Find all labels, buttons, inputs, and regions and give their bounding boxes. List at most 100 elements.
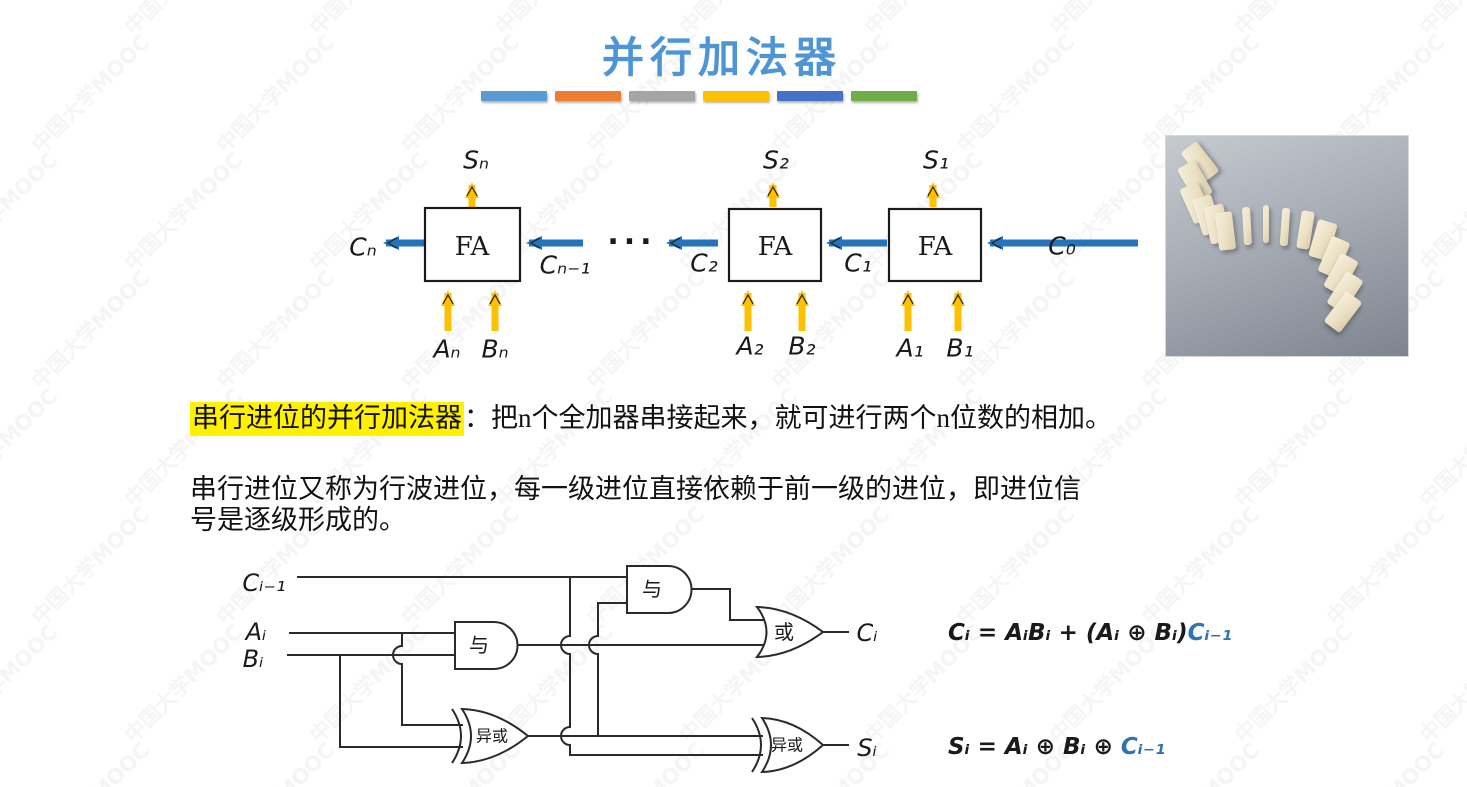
sum-and-input-arrows: [441, 182, 965, 331]
domino: [1279, 207, 1291, 247]
ellipsis-dots: ···: [607, 225, 656, 260]
carry-in-signal-label: Cᵢ₋₁: [242, 569, 285, 597]
accent-bar-darkblue: [777, 91, 843, 101]
carry-formula-carry-term: Cᵢ₋₁: [1187, 620, 1232, 646]
input-label-a1: A₁: [894, 334, 923, 363]
watermark-text: 中国大学MOOC: [1415, 148, 1467, 276]
xor-gate-1: [460, 707, 530, 765]
wire-b-to-xor1: [339, 654, 463, 748]
input-label-bn: Bₙ: [481, 335, 508, 364]
watermark-text: 中国大学MOOC: [24, 735, 156, 787]
xor-gate-1-label: 异或: [476, 728, 508, 746]
sum-label-2: S₂: [763, 146, 789, 175]
circuit-gates: [451, 565, 825, 774]
watermark-text: 中国大学MOOC: [117, 0, 249, 41]
wire-carry-to-xor2: [560, 576, 763, 756]
watermark-text: 中国大学MOOC: [1322, 502, 1450, 630]
watermark-text: 中国大学MOOC: [1415, 620, 1467, 748]
watermark-text: 中国大学MOOC: [1412, 0, 1467, 41]
watermark-text: 中国大学MOOC: [27, 266, 155, 394]
watermark-text: 中国大学MOOC: [857, 0, 989, 41]
slide-title: 并行加法器: [601, 36, 843, 82]
sum-label-1: S₁: [923, 146, 949, 175]
carry-formula: Cᵢ = AᵢBᵢ + (Aᵢ ⊕ Bᵢ)Cᵢ₋₁: [948, 620, 1232, 646]
or-gate-label: 或: [774, 621, 794, 644]
watermark-text: 中国大学MOOC: [1042, 0, 1174, 41]
watermark-text: 中国大学MOOC: [1319, 735, 1451, 787]
paragraph-serial-carry-adder: 串行进位的并行加法器：把n个全加器串接起来，就可进行两个n位数的相加。: [190, 402, 1112, 436]
input-label-an: Aₙ: [431, 335, 460, 364]
paragraph-2-line-1: 串行进位又称为行波进位，每一级进位直接依赖于前一级的进位，即进位信: [190, 474, 1081, 504]
carry-label-c2: C₂: [690, 249, 717, 278]
circuit-wires: [287, 576, 849, 756]
wire-a-to-xor1: [392, 632, 463, 726]
sum-signal-label: Sᵢ: [857, 734, 877, 762]
accent-bar-yellow: [703, 91, 769, 101]
input-label-b2: B₂: [788, 332, 815, 361]
dominoes-photo: [1165, 135, 1409, 357]
sum-formula-main: Sᵢ = Aᵢ ⊕ Bᵢ ⊕: [948, 734, 1121, 760]
fa-block-2: [727, 207, 823, 283]
fa-block-1-label: FA: [918, 232, 954, 262]
xor-gate-2-label: 异或: [771, 737, 803, 755]
xor-gate-1-arc: [451, 708, 462, 764]
accent-bar-orange: [555, 91, 621, 101]
input-label-b1: B₁: [946, 334, 973, 363]
watermark-text: 中国大学MOOC: [1230, 620, 1358, 748]
domino: [1214, 211, 1236, 251]
xor-gate-2: [760, 716, 825, 774]
and-gate-1-label: 与: [469, 634, 489, 657]
carry-in-label-n: Cₙ₋₁: [540, 251, 591, 280]
circuit-labels: 与 与 或 异或 异或 Cᵢ₋₁ Aᵢ Bᵢ Cᵢ Sᵢ: [242, 569, 877, 762]
fa-block-n-label: FA: [455, 232, 491, 262]
title-divider-bars: [481, 91, 917, 101]
fa-block-1: [887, 207, 983, 283]
b-signal-label: Bᵢ: [243, 645, 264, 673]
carry-label-c0: C₀: [1048, 232, 1075, 261]
fa-block-n: [423, 206, 522, 283]
and-gate-2-label: 与: [642, 578, 662, 601]
accent-bar-gray: [629, 91, 695, 101]
watermark-text: 中国大学MOOC: [0, 0, 64, 41]
domino: [1242, 206, 1252, 246]
fa-block-2-label: FA: [758, 232, 794, 262]
watermark-text: 中国大学MOOC: [0, 148, 63, 276]
watermark-text: 中国大学MOOC: [0, 620, 63, 748]
watermark-text: 中国大学MOOC: [302, 0, 434, 41]
or-gate: [754, 605, 825, 659]
accent-bar-green: [851, 91, 917, 101]
watermark-text: 中国大学MOOC: [27, 502, 155, 630]
sum-formula-carry-term: Cᵢ₋₁: [1120, 734, 1166, 760]
watermark-text: 中国大学MOOC: [120, 148, 248, 276]
paragraph-1-text: ：把n个全加器串接起来，就可进行两个n位数的相加。: [464, 403, 1112, 433]
fa-labels: FA FA FA Sₙ S₂ S₁ Cₙ Cₙ₋₁ ··· C₂ C₁ C₀ A…: [349, 146, 1075, 364]
fa-chain-diagram: FA FA FA Sₙ S₂ S₁ Cₙ Cₙ₋₁ ··· C₂ C₁ C₀ A…: [349, 146, 1138, 364]
watermark-text: 中国大学MOOC: [1137, 502, 1265, 630]
domino: [1263, 205, 1269, 243]
paragraph-2-line-2: 号是逐级形成的。: [190, 505, 406, 535]
highlighted-term: 串行进位的并行加法器: [190, 402, 464, 436]
carry-label-c1: C₁: [844, 249, 871, 278]
watermark-text: 中国大学MOOC: [1227, 0, 1359, 41]
and-gate-2: [626, 565, 693, 614]
watermark-text: 中国大学MOOC: [1230, 384, 1358, 512]
sum-formula: Sᵢ = Aᵢ ⊕ Bᵢ ⊕ Cᵢ₋₁: [948, 734, 1165, 760]
accent-bar-blue: [481, 91, 547, 101]
watermark-text: 中国大学MOOC: [27, 30, 155, 158]
gate-circuit-diagram: 与 与 或 异或 异或 Cᵢ₋₁ Aᵢ Bᵢ Cᵢ Sᵢ: [242, 565, 878, 774]
input-label-a2: A₂: [734, 332, 763, 361]
xor-gate-2-arc: [751, 717, 762, 773]
fa-blocks: [423, 206, 983, 283]
wire-xor1-to-and2: [588, 602, 628, 737]
and-gate-1: [454, 621, 519, 670]
carry-formula-main: Cᵢ = AᵢBᵢ + (Aᵢ ⊕ Bᵢ): [948, 620, 1188, 646]
wire-and2-to-or: [691, 588, 768, 621]
a-signal-label: Aᵢ: [244, 618, 267, 646]
watermark-text: 中国大学MOOC: [0, 384, 63, 512]
carry-out-signal-label: Cᵢ: [856, 619, 877, 647]
carry-out-label-n: Cₙ: [349, 233, 376, 262]
watermark-text: 中国大学MOOC: [487, 0, 619, 41]
paragraph-ripple-carry: 串行进位又称为行波进位，每一级进位直接依赖于前一级的进位，即进位信 号是逐级形成…: [190, 474, 1081, 536]
watermark-text: 中国大学MOOC: [1415, 384, 1467, 512]
